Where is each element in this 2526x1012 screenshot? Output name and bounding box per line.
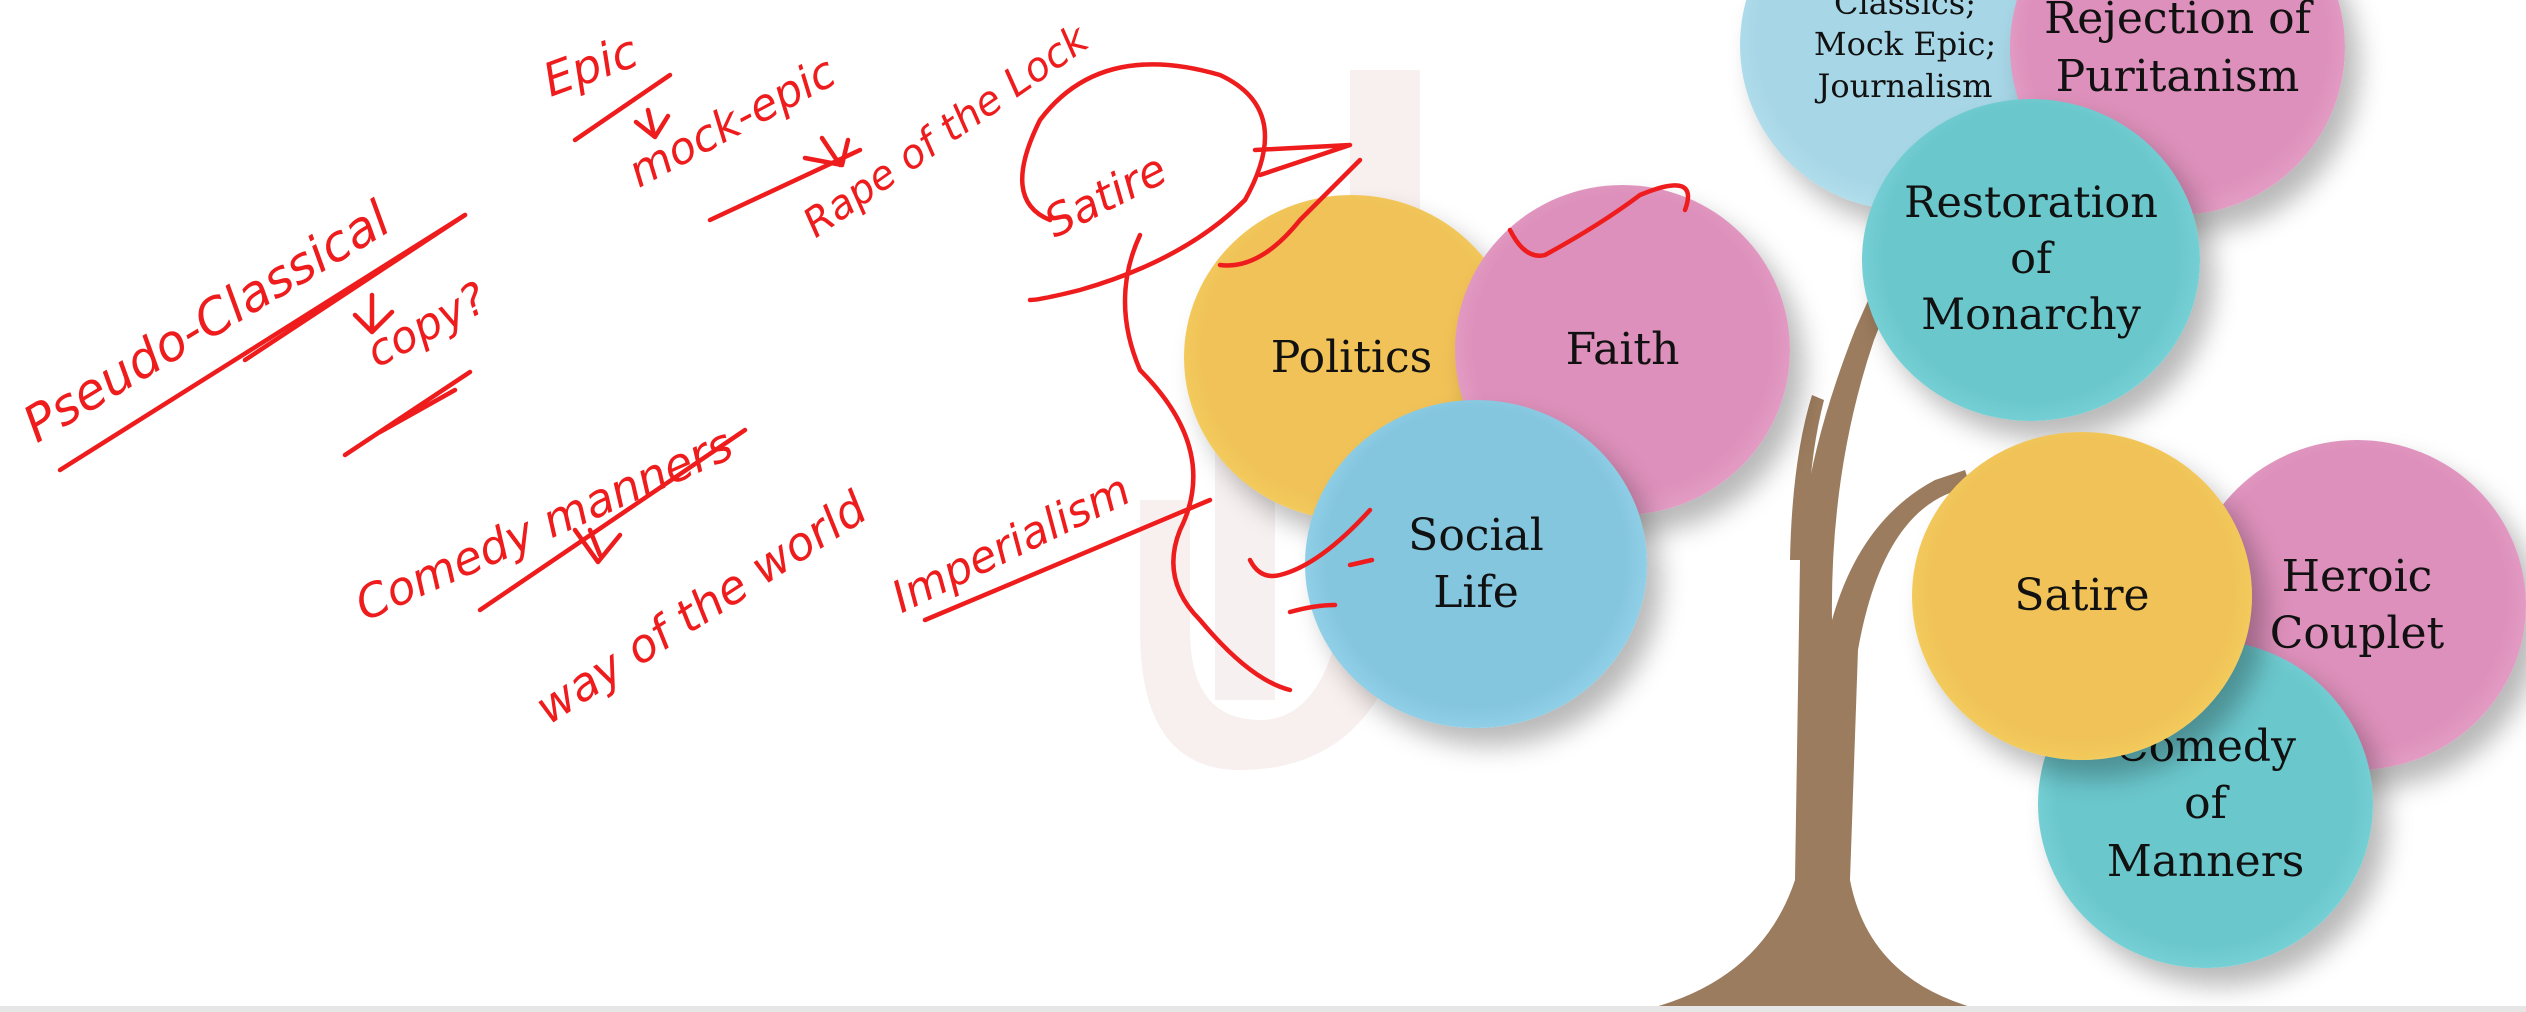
node-heroic-couplet-label: Heroic Couplet — [2269, 550, 2445, 659]
node-classics: Classics; Mock Epic; Journalism — [1740, 0, 2070, 210]
node-politics-label: Politics — [1270, 331, 1433, 383]
node-restoration-label: Restoration of Monarchy — [1904, 178, 2158, 340]
node-social-life-label: Social Life — [1408, 509, 1544, 618]
node-rejection-label: Rejection of Puritanism — [2044, 0, 2311, 102]
node-classics-label: Classics; Mock Epic; Journalism — [1813, 0, 1997, 105]
node-restoration-of-monarchy: Restoration of Monarchy — [1862, 99, 2200, 421]
bottom-border — [0, 1006, 2526, 1012]
node-comedy-label: Comedy of Manners — [2106, 721, 2305, 887]
node-faith-label: Faith — [1565, 324, 1680, 376]
node-satire: Satire — [1912, 432, 2252, 760]
node-satire-label: Satire — [2014, 570, 2150, 622]
node-social-life: Social Life — [1305, 400, 1647, 728]
